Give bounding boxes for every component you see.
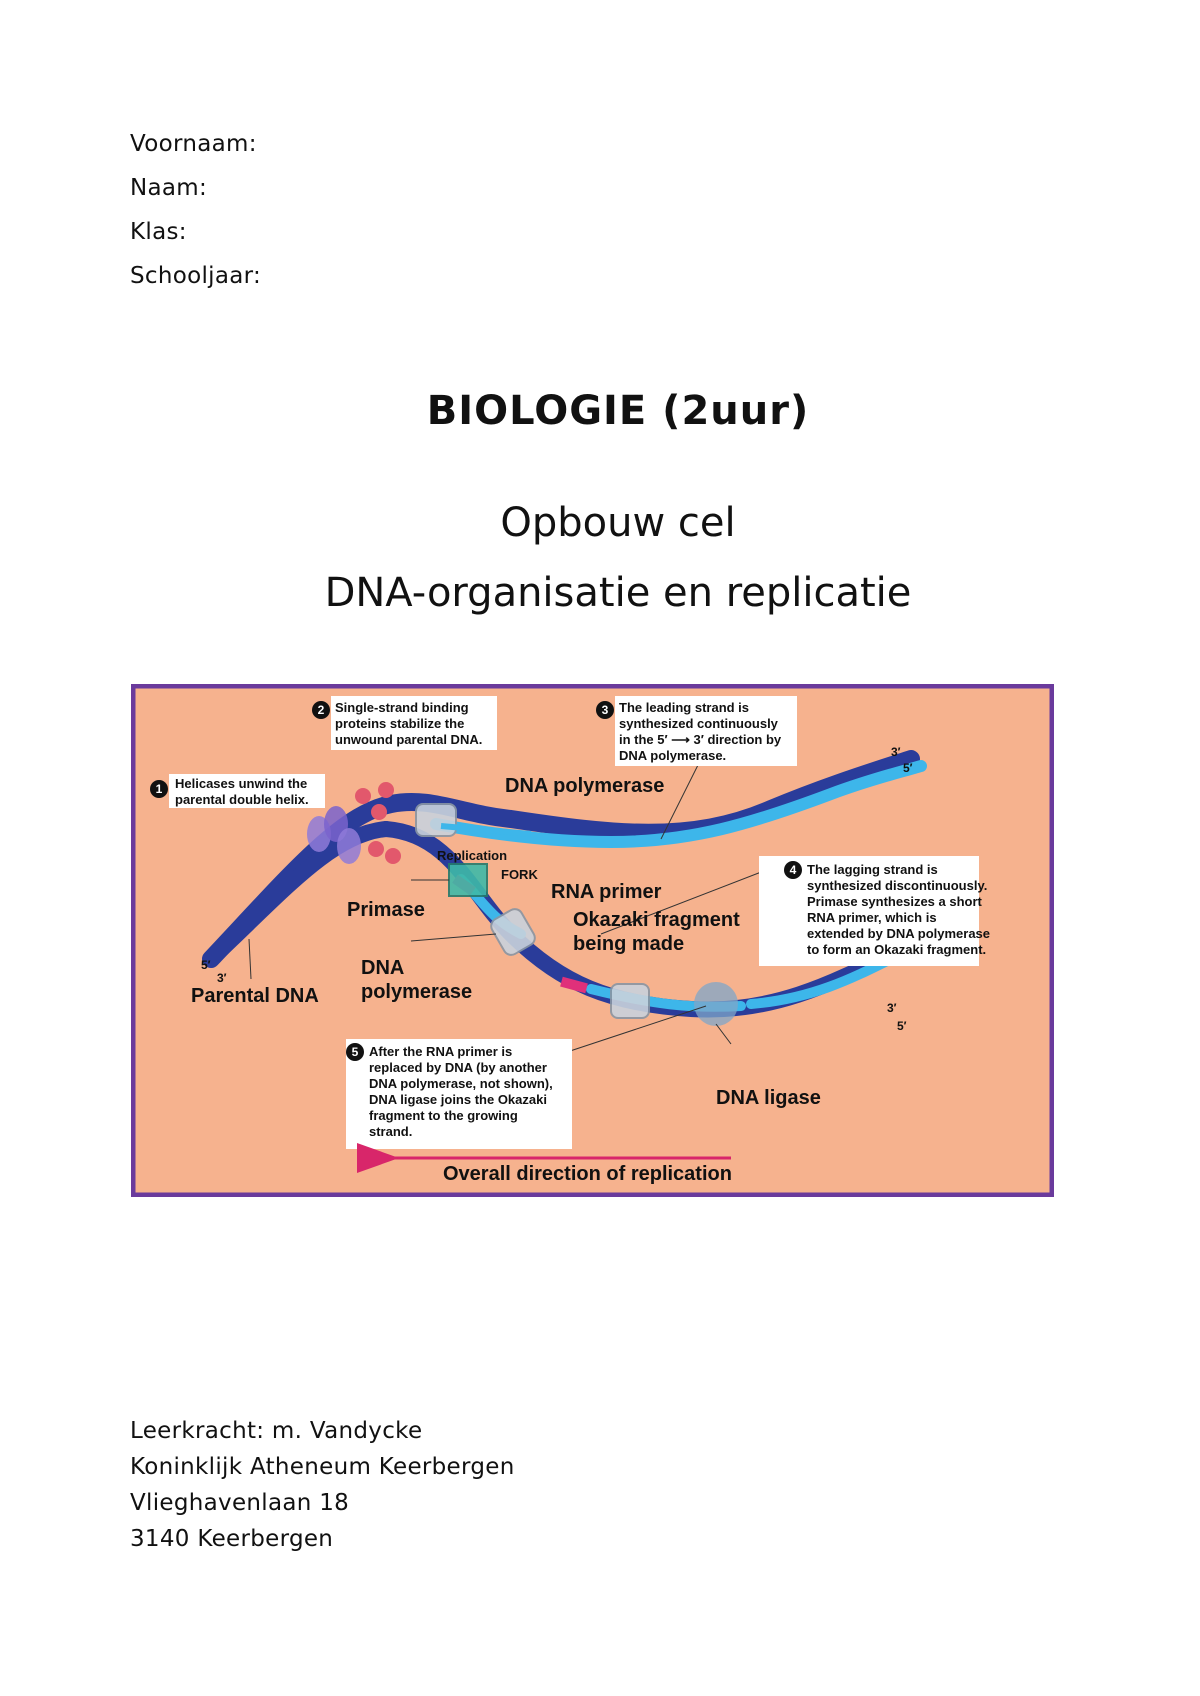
- label-primase: Primase: [347, 899, 425, 921]
- dna-replication-figure: 1 2 3 4 5 Helicases unwind the parental …: [130, 683, 1055, 1198]
- callout-line-ligase: [715, 1023, 732, 1045]
- class-field: Klas:: [130, 219, 187, 245]
- subtitle-opbouw-cel: Opbouw cel: [500, 500, 736, 546]
- step-badge-5: 5: [346, 1043, 364, 1061]
- badge-1-text: 1: [156, 782, 163, 796]
- note-1-line-1: Helicases unwind the: [175, 776, 307, 791]
- label-okazaki-line-2: being made: [573, 933, 684, 955]
- label-overall-direction: Overall direction of replication: [443, 1163, 732, 1185]
- note-5-line-6: strand.: [369, 1124, 412, 1139]
- footer-street: Vlieghavenlaan 18: [130, 1490, 350, 1516]
- callout-line-parental: [248, 938, 252, 980]
- badge-3-text: 3: [602, 703, 609, 717]
- note-4-line-4: RNA primer, which is: [807, 910, 937, 925]
- callout-line-dna-poly: [410, 933, 497, 942]
- helicase-shape-3: [337, 828, 361, 864]
- ssb-protein-shape-4: [368, 841, 384, 857]
- svg-text:The leading strand is synt: The leading strand is synthesized contin…: [619, 700, 785, 763]
- footer-city: 3140 Keerbergen: [130, 1526, 334, 1552]
- end-label-3-bottom: 3′: [887, 1001, 897, 1015]
- end-label-3-left: 3′: [217, 971, 227, 985]
- dna-polymerase-top-shape: [415, 803, 457, 837]
- dna-polymerase-lower-shape: [490, 908, 536, 956]
- leading-strand: [430, 760, 927, 849]
- note-2-line-1: Single-strand binding: [335, 700, 469, 715]
- subtitle-dna: DNA-organisatie en replicatie: [324, 570, 912, 616]
- first-name-field: Voornaam:: [130, 131, 257, 157]
- note-4-line-1: The lagging strand is: [807, 862, 938, 877]
- ssb-protein-shape-3: [371, 804, 387, 820]
- footer-school: Koninklijk Atheneum Keerbergen: [130, 1454, 515, 1480]
- note-4-line-2: synthesized discontinuously.: [807, 878, 987, 893]
- label-dna-polymerase-top: DNA polymerase: [505, 775, 664, 797]
- label-dna-polymerase-lower-1: DNA: [361, 957, 404, 979]
- rna-primer-shape-2: [560, 976, 588, 994]
- label-okazaki-line-1: Okazaki fragment: [573, 909, 740, 931]
- note-3-line-4: DNA polymerase.: [619, 748, 726, 763]
- end-label-3-top: 3′: [891, 745, 901, 759]
- note-4-line-6: to form an Okazaki fragment.: [807, 942, 986, 957]
- step-badge-4: 4: [784, 861, 802, 879]
- end-label-5-left: 5′: [201, 958, 211, 972]
- dna-ligase-shape: [694, 982, 738, 1026]
- callout-line-3: [660, 758, 702, 840]
- note-2-line-3: unwound parental DNA.: [335, 732, 482, 747]
- note-5-line-3: DNA polymerase, not shown),: [369, 1076, 553, 1091]
- callout-line-5: [560, 1005, 707, 1055]
- label-dna-ligase: DNA ligase: [716, 1087, 821, 1109]
- step-badge-1: 1: [150, 780, 168, 798]
- badge-4-text: 4: [790, 863, 797, 877]
- ssb-protein-shape-2: [378, 782, 394, 798]
- dna-polymerase-lagging-shape: [610, 983, 650, 1019]
- svg-text:Single-strand binding prot: Single-strand binding proteins stabilize…: [335, 700, 482, 747]
- svg-text:The lagging strand is synt: The lagging strand is synthesized discon…: [807, 862, 994, 957]
- note-3-line-3: in the 5′ ⟶ 3′ direction by: [619, 732, 782, 747]
- note-2-line-2: proteins stabilize the: [335, 716, 464, 731]
- end-label-5-top: 5′: [903, 761, 913, 775]
- note-5-line-5: fragment to the growing: [369, 1108, 518, 1123]
- note-1-line-2: parental double helix.: [175, 792, 309, 807]
- note-3-line-2: synthesized continuously: [619, 716, 779, 731]
- parental-dna-strand-lower: [203, 821, 394, 967]
- name-field: Naam:: [130, 175, 208, 201]
- svg-text:After the RNA primer is re: After the RNA primer is replaced by DNA …: [369, 1044, 556, 1139]
- ssb-protein-shape-5: [385, 848, 401, 864]
- badge-2-text: 2: [318, 703, 325, 717]
- footer-teacher: Leerkracht: m. Vandycke: [130, 1418, 423, 1444]
- label-parental-dna: Parental DNA: [191, 985, 319, 1007]
- note-5-line-1: After the RNA primer is: [369, 1044, 512, 1059]
- svg-text:Helicases unwind the paren: Helicases unwind the parental double hel…: [175, 776, 311, 807]
- note-5-line-4: DNA ligase joins the Okazaki: [369, 1092, 547, 1107]
- note-4-line-5: extended by DNA polymerase: [807, 926, 990, 941]
- note-box-1: [169, 774, 325, 808]
- leading-direction-arrow: [440, 823, 532, 837]
- primase-shape: [448, 863, 488, 897]
- label-rna-primer: RNA primer: [551, 881, 662, 903]
- callout-line-4: [600, 868, 770, 935]
- label-replication: Replication: [437, 848, 507, 863]
- document-title: BIOLOGIE (2uur): [426, 388, 810, 434]
- school-year-field: Schooljaar:: [130, 263, 262, 289]
- note-box-3: [615, 696, 797, 766]
- note-4-line-3: Primase synthesizes a short: [807, 894, 983, 909]
- note-3-line-1: The leading strand is: [619, 700, 749, 715]
- badge-5-text: 5: [352, 1045, 359, 1059]
- end-label-5-bottom: 5′: [897, 1019, 907, 1033]
- step-badge-3: 3: [596, 701, 614, 719]
- note-box-5: [346, 1039, 572, 1149]
- step-badge-2: 2: [312, 701, 330, 719]
- label-dna-polymerase-lower-2: polymerase: [361, 981, 472, 1003]
- note-box-2: [331, 696, 497, 750]
- ssb-protein-shape: [355, 788, 371, 804]
- label-fork: FORK: [501, 867, 538, 882]
- note-5-line-2: replaced by DNA (by another: [369, 1060, 547, 1075]
